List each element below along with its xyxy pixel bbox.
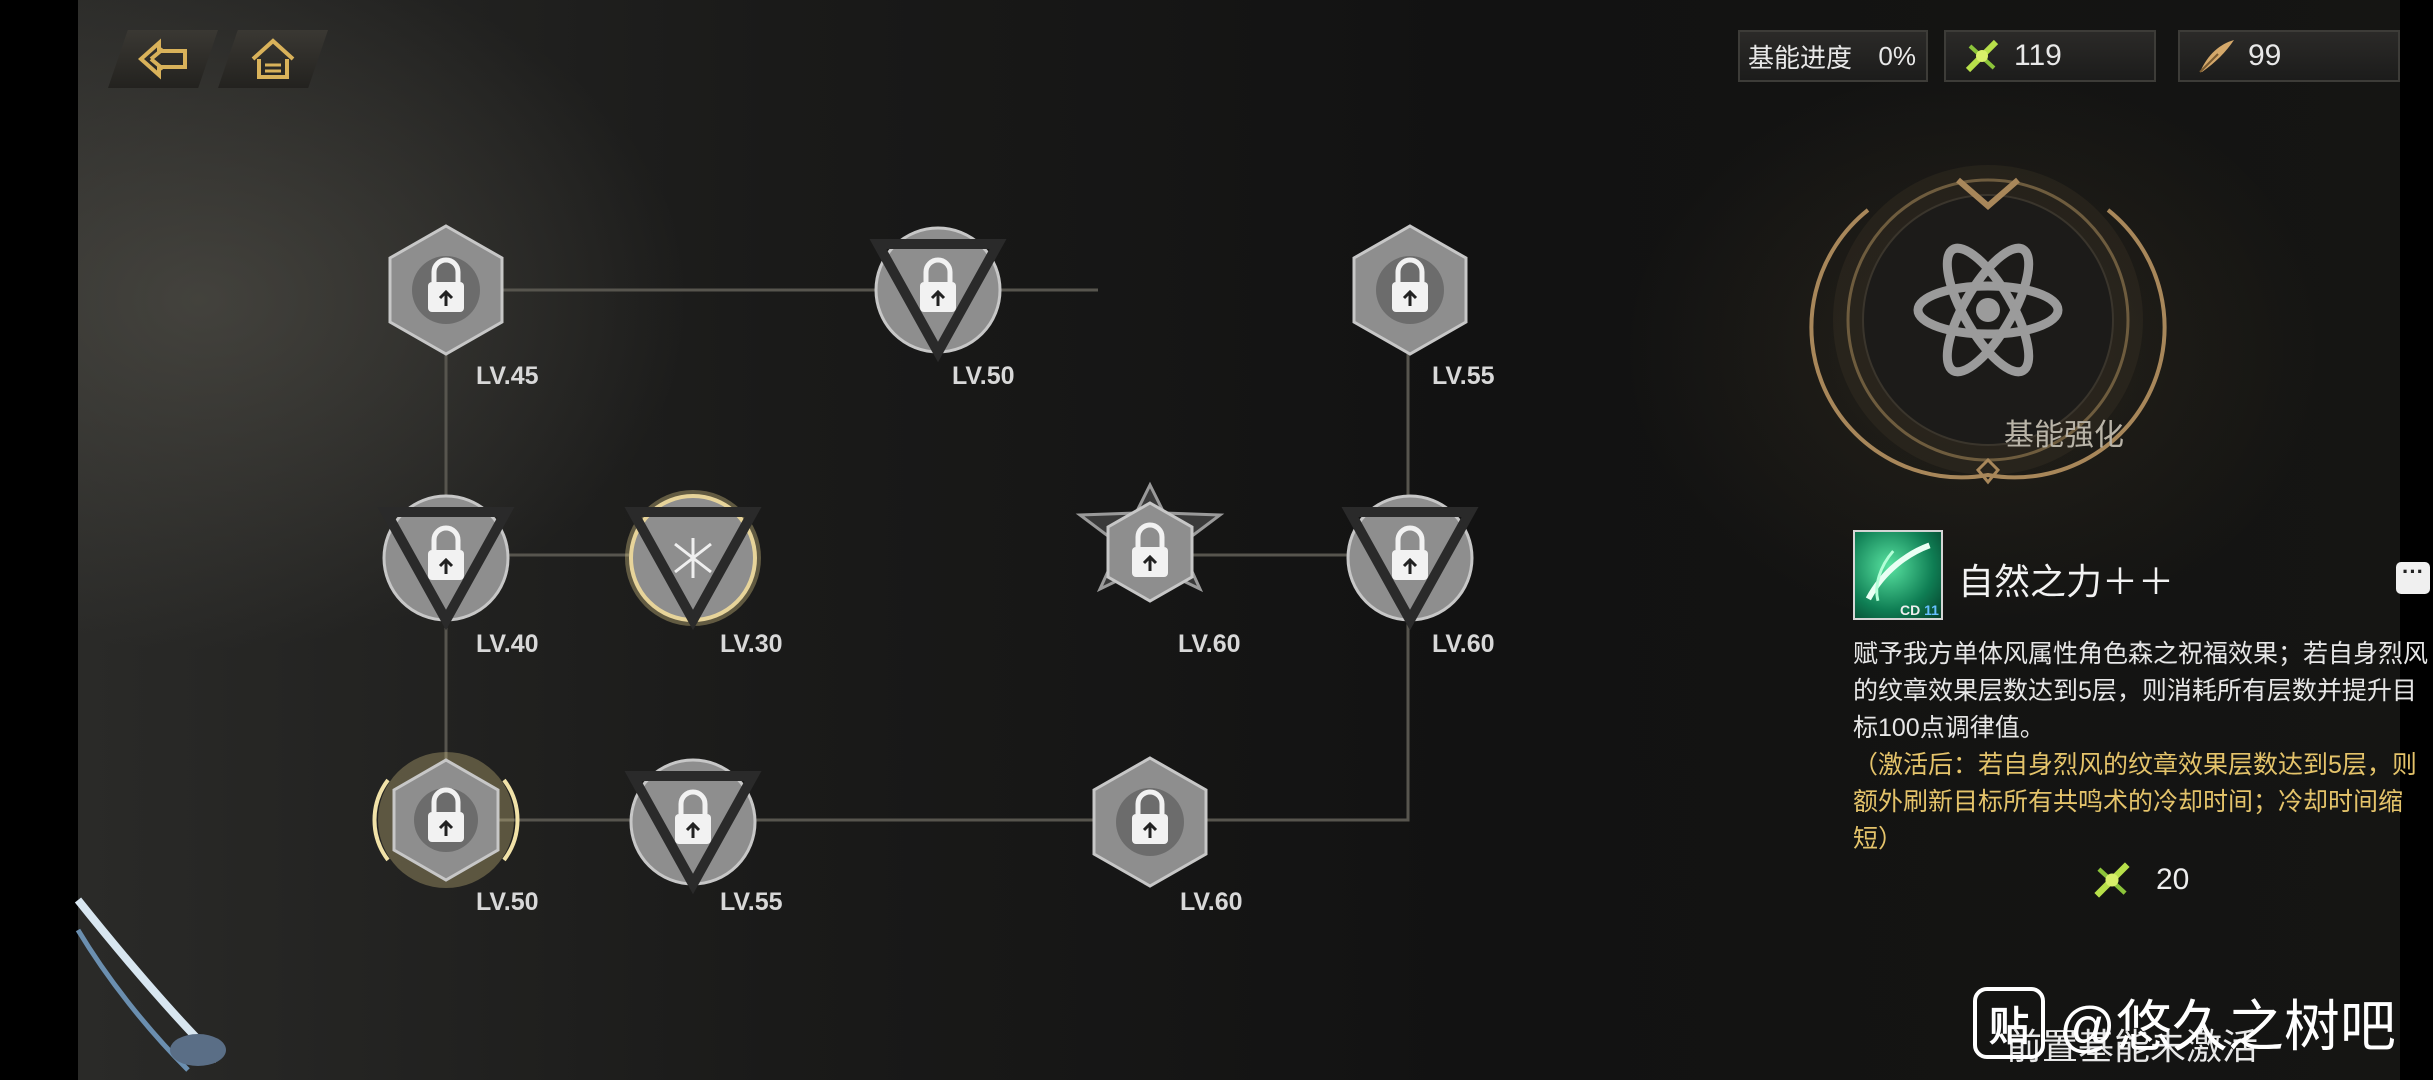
node-2-level: LV.50 xyxy=(952,362,1015,390)
selected-hex-node-icon xyxy=(372,752,520,888)
skill-node-6[interactable] xyxy=(1075,481,1225,625)
progress-label: 基能进度 xyxy=(1748,42,1853,73)
skill-node-3[interactable] xyxy=(1340,220,1480,360)
locked-triangle-node-icon xyxy=(1341,494,1479,631)
currency-2-amount: 99 xyxy=(2248,39,2282,72)
node-9-level: LV.55 xyxy=(720,888,783,916)
skill-node-9[interactable] xyxy=(623,752,763,895)
progress-box: 基能进度 0% xyxy=(1738,30,1928,82)
green-crystal-icon xyxy=(1965,39,1999,73)
skill-activated-note: （激活后：若自身烈风的纹章效果层数达到5层，则额外刷新目标所有共鸣术的冷却时间；… xyxy=(1853,751,2417,853)
ellipsis-icon[interactable]: ··· xyxy=(2396,561,2430,594)
cost-amount: 20 xyxy=(2156,863,2190,896)
locked-triangle-node-icon xyxy=(869,226,1007,363)
tieba-logo-icon: 贴 xyxy=(1973,986,2045,1059)
skill-description: 赋予我方单体风属性角色森之祝福效果；若自身烈风的纹章效果层数达到5层，则消耗所有… xyxy=(1853,636,2433,858)
skill-description-text: 赋予我方单体风属性角色森之祝福效果；若自身烈风的纹章效果层数达到5层，则消耗所有… xyxy=(1853,640,2429,742)
game-screen: 基能进度 0% 119 99 xyxy=(78,0,2430,1080)
nature-leaf-skill-icon[interactable] xyxy=(1853,530,1943,620)
locked-triangle-node-icon xyxy=(377,494,515,631)
node-10-level: LV.60 xyxy=(1180,888,1243,916)
home-icon xyxy=(251,38,295,79)
node-1-level: LV.45 xyxy=(476,362,539,390)
node-4-level: LV.40 xyxy=(476,630,539,658)
locked-hex-node-icon xyxy=(1092,756,1208,888)
emblem-label: 基能强化 xyxy=(2004,419,2124,452)
cooldown-label: CD 11 xyxy=(1900,602,1939,618)
locked-hex-node-icon xyxy=(1352,224,1468,356)
skill-node-2[interactable] xyxy=(868,220,1008,363)
watermark: 贴 @悠久之树吧 xyxy=(1973,982,2396,1063)
skill-node-4[interactable] xyxy=(376,488,516,631)
node-5-level: LV.30 xyxy=(720,630,783,658)
node-6-level: LV.60 xyxy=(1178,630,1241,658)
prerequisite-status: 前置基能未激活 xyxy=(2006,1026,2259,1067)
skill-node-10[interactable] xyxy=(1080,752,1220,892)
currency-1-amount: 119 xyxy=(2014,39,2062,72)
node-3-level: LV.55 xyxy=(1432,362,1495,390)
activation-cost: 20 xyxy=(2088,856,2189,904)
skill-node-1[interactable] xyxy=(376,220,516,360)
skill-node-7[interactable] xyxy=(1340,488,1480,631)
watermark-text: @悠久之树吧 xyxy=(2059,995,2396,1058)
back-arrow-icon xyxy=(137,38,187,80)
available-triangle-node-icon xyxy=(624,490,762,631)
skill-node-5[interactable] xyxy=(623,488,763,631)
locked-star-node-icon xyxy=(1075,481,1225,603)
atom-emblem-icon xyxy=(1809,165,2167,485)
node-8-level: LV.50 xyxy=(476,888,539,916)
feather-quill-icon xyxy=(2199,40,2234,73)
green-crystal-icon xyxy=(2094,862,2130,898)
home-button[interactable] xyxy=(218,30,328,88)
progress-value: 0% xyxy=(1878,40,1916,71)
node-7-level: LV.60 xyxy=(1432,630,1495,658)
back-button[interactable] xyxy=(108,30,218,88)
locked-triangle-node-icon xyxy=(624,758,762,895)
currency-box-2[interactable]: 99 xyxy=(2178,30,2400,82)
skill-node-8[interactable] xyxy=(372,750,520,890)
currency-box-1[interactable]: 119 xyxy=(1944,30,2156,82)
skill-name: 自然之力＋＋ xyxy=(1958,561,2175,602)
locked-hex-node-icon xyxy=(388,224,504,356)
blade-decoration-icon xyxy=(74,897,226,1072)
